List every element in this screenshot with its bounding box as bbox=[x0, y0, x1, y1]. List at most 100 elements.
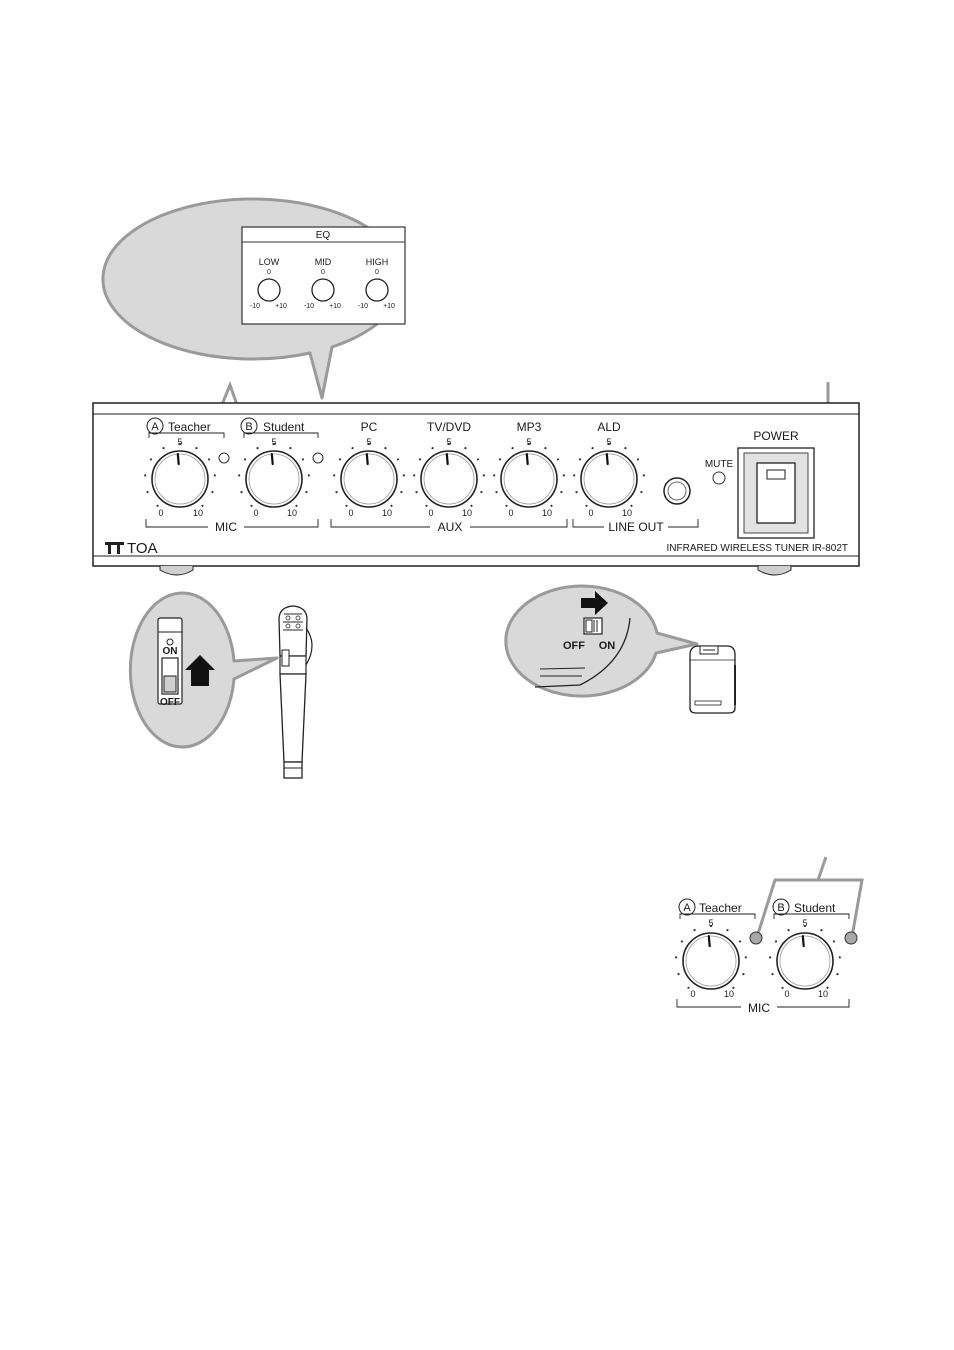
knob-scale-dot bbox=[201, 505, 203, 507]
knob-body[interactable] bbox=[341, 451, 397, 507]
knob-pointer bbox=[367, 454, 368, 464]
mic-detail: A Teacher B Student 5 5 0 10 0 10 MIC bbox=[675, 857, 862, 1015]
knob-pointer bbox=[527, 454, 528, 464]
knob-scale-dot bbox=[415, 491, 417, 493]
knob-scale-dot bbox=[273, 443, 275, 445]
knob-scale-dot bbox=[345, 505, 347, 507]
eq-knob-center-mark: 0 bbox=[375, 269, 379, 276]
knob-scale-dot bbox=[333, 474, 335, 476]
knob-scale-dot bbox=[544, 447, 546, 449]
knob-pointer bbox=[178, 454, 179, 464]
knob-scale-dot bbox=[681, 940, 683, 942]
knob-scale-max: 10 bbox=[542, 508, 552, 518]
knob-scale-dot bbox=[775, 940, 777, 942]
knob-pointer bbox=[607, 454, 608, 464]
knob-label-pc: PC bbox=[361, 420, 378, 434]
knob-scale-dot bbox=[505, 505, 507, 507]
mic-switch-slider[interactable] bbox=[164, 676, 176, 692]
beltpack-switch-slider[interactable] bbox=[586, 620, 592, 632]
knob-scale-top: 5 bbox=[271, 437, 276, 447]
eq-knob-min: -10 bbox=[304, 303, 314, 310]
knob-body[interactable] bbox=[421, 451, 477, 507]
knob-scale-dot bbox=[787, 929, 789, 931]
brand-logo: TOA bbox=[127, 540, 158, 557]
knob-pointer bbox=[272, 454, 273, 464]
knob-scale-min: 0 bbox=[784, 989, 789, 999]
detail-student-led bbox=[845, 932, 857, 944]
model-label: INFRARED WIRELESS TUNER IR-802T bbox=[666, 543, 848, 554]
mic-switch-off-label: OFF bbox=[160, 697, 180, 708]
aux-group-label: AUX bbox=[438, 520, 463, 534]
knob-scale-dot bbox=[511, 447, 513, 449]
eq-knob-body[interactable] bbox=[366, 279, 388, 301]
knob-scale-top: 5 bbox=[526, 437, 531, 447]
knob-label-mp3: MP3 bbox=[517, 420, 542, 434]
knob-scale-dot bbox=[579, 458, 581, 460]
knob-scale-dot bbox=[211, 491, 213, 493]
knob-scale-dot bbox=[677, 973, 679, 975]
knob-scale-max: 10 bbox=[622, 508, 632, 518]
knob-scale-dot bbox=[637, 458, 639, 460]
eq-knob-max: +10 bbox=[383, 303, 395, 310]
mic-switch-led bbox=[167, 639, 173, 645]
beltpack-switch-callout: OFF ON bbox=[506, 586, 697, 696]
knob-scale-dot bbox=[305, 491, 307, 493]
knob-scale-dot bbox=[483, 474, 485, 476]
detail-teacher-led bbox=[750, 932, 762, 944]
knob-scale-dot bbox=[156, 505, 158, 507]
eq-knob-body[interactable] bbox=[312, 279, 334, 301]
knob-scale-dot bbox=[710, 925, 712, 927]
power-switch-indicator bbox=[767, 470, 785, 479]
knob-scale-dot bbox=[575, 491, 577, 493]
knob-scale-dot bbox=[425, 505, 427, 507]
knob-scale-dot bbox=[826, 987, 828, 989]
svg-text:A: A bbox=[683, 902, 691, 914]
detail-student-volume-knob[interactable] bbox=[769, 925, 841, 989]
knob-scale-dot bbox=[464, 447, 466, 449]
knob-scale-dot bbox=[528, 443, 530, 445]
eq-knob-center-mark: 0 bbox=[267, 269, 271, 276]
knob-body[interactable] bbox=[777, 933, 833, 989]
eq-knob-label: MID bbox=[315, 257, 332, 267]
knob-body[interactable] bbox=[683, 933, 739, 989]
mute-led bbox=[713, 472, 725, 484]
knob-scale-min: 0 bbox=[158, 508, 163, 518]
knob-scale-dot bbox=[557, 458, 559, 460]
knob-scale-dot bbox=[250, 505, 252, 507]
knob-scale-dot bbox=[585, 505, 587, 507]
knob-body[interactable] bbox=[581, 451, 637, 507]
knob-scale-dot bbox=[144, 474, 146, 476]
knob-scale-dot bbox=[419, 458, 421, 460]
knob-scale-dot bbox=[238, 474, 240, 476]
svg-text:B: B bbox=[777, 902, 784, 914]
knob-label-teacher: A Teacher bbox=[147, 418, 211, 434]
knob-scale-dot bbox=[477, 458, 479, 460]
knob-body[interactable] bbox=[246, 451, 302, 507]
eq-knob-max: +10 bbox=[275, 303, 287, 310]
knob-scale-dot bbox=[693, 929, 695, 931]
svg-text:Student: Student bbox=[263, 420, 305, 434]
knob-scale-dot bbox=[368, 443, 370, 445]
detail-teacher-volume-knob[interactable] bbox=[675, 925, 747, 989]
knob-scale-dot bbox=[448, 443, 450, 445]
knob-scale-min: 0 bbox=[588, 508, 593, 518]
eq-callout: EQ LOW 0 -10 +10 MID 0 -10 +10 HIGH 0 -1… bbox=[103, 199, 405, 398]
knob-scale-dot bbox=[675, 956, 677, 958]
eq-knob-max: +10 bbox=[329, 303, 341, 310]
knob-scale-dot bbox=[302, 458, 304, 460]
knob-body[interactable] bbox=[501, 451, 557, 507]
knob-scale-dot bbox=[403, 474, 405, 476]
svg-text:Teacher: Teacher bbox=[168, 420, 211, 434]
eq-knob-min: -10 bbox=[358, 303, 368, 310]
knob-scale-dot bbox=[413, 474, 415, 476]
knob-scale-dot bbox=[839, 956, 841, 958]
detail-mic-label: MIC bbox=[748, 1001, 770, 1015]
detail-label-student: B Student bbox=[773, 899, 836, 915]
eq-knob-body[interactable] bbox=[258, 279, 280, 301]
knob-body[interactable] bbox=[152, 451, 208, 507]
knob-scale-dot bbox=[640, 491, 642, 493]
knob-scale-dot bbox=[687, 987, 689, 989]
knob-scale-dot bbox=[769, 956, 771, 958]
beltpack-on-label: ON bbox=[599, 640, 616, 652]
